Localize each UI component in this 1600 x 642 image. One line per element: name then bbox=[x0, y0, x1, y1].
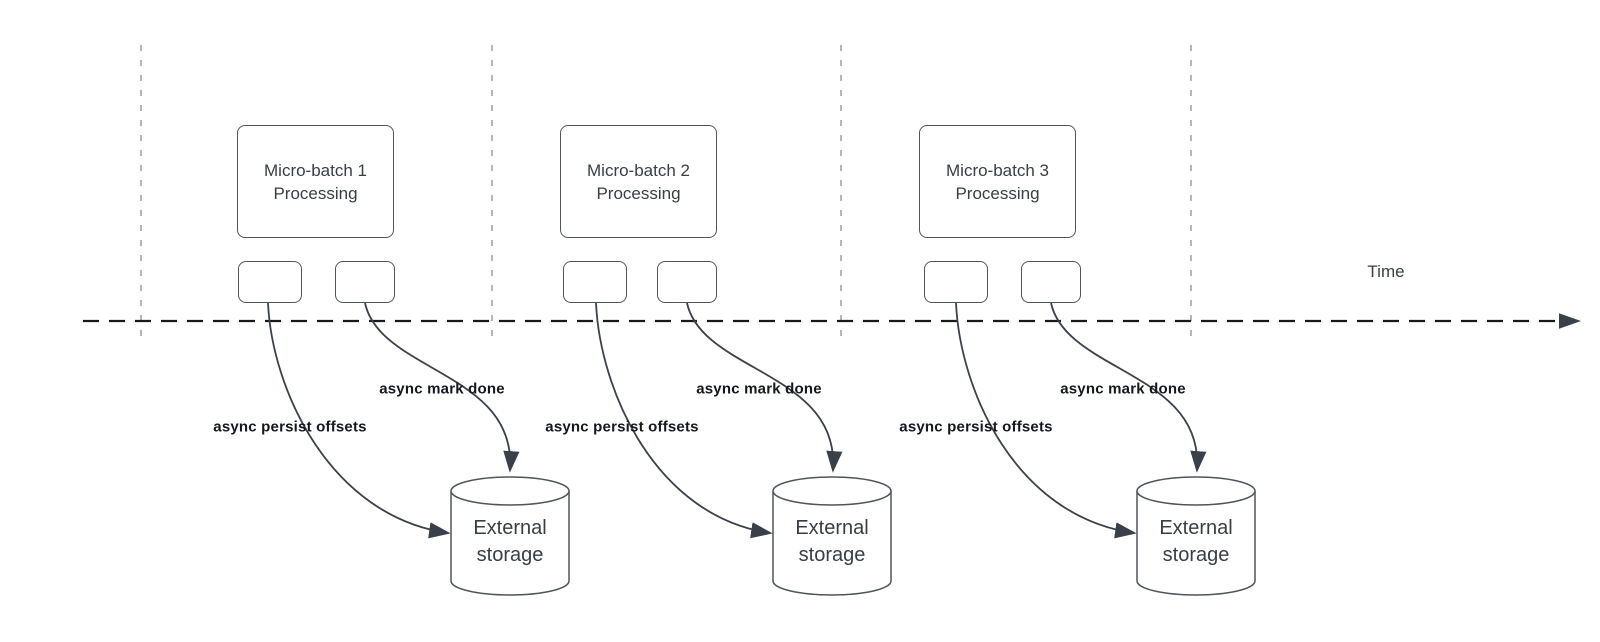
commit-task-box-1 bbox=[335, 261, 395, 303]
micro-batch-2-label-line1: Micro-batch 2 bbox=[587, 160, 690, 180]
micro-batch-2-label-line2: Processing bbox=[596, 183, 681, 203]
micro-batch-2-box: Micro-batch 2 Processing bbox=[560, 125, 717, 238]
external-storage-cylinder-1 bbox=[450, 476, 570, 596]
commit-task-box-3 bbox=[1021, 261, 1081, 303]
time-axis-arrowhead-icon bbox=[1559, 313, 1581, 329]
external-storage-label-1: External storage bbox=[473, 517, 547, 566]
mark-done-arrow-2 bbox=[686, 302, 843, 473]
micro-batch-1-box: Micro-batch 1 Processing bbox=[237, 125, 394, 238]
external-storage-cylinder-3 bbox=[1136, 476, 1256, 596]
persist-offsets-arrow-2 bbox=[595, 302, 773, 539]
mark-done-arrow-3 bbox=[1050, 302, 1207, 473]
micro-batch-3-label-line1: Micro-batch 3 bbox=[946, 160, 1049, 180]
mark-done-label-2: async mark done bbox=[696, 380, 822, 398]
persist-offsets-arrow-3 bbox=[955, 302, 1137, 539]
external-storage-cylinder-2 bbox=[772, 476, 892, 596]
external-storage-label-2: External storage bbox=[795, 517, 869, 566]
commit-task-box-2 bbox=[657, 261, 717, 303]
mark-done-label-3: async mark done bbox=[1060, 380, 1186, 398]
micro-batch-3-label-line2: Processing bbox=[955, 183, 1040, 203]
time-axis-label: Time bbox=[1367, 262, 1405, 281]
persist-offsets-label-1: async persist offsets bbox=[213, 418, 367, 436]
offset-task-box-2 bbox=[563, 261, 627, 303]
persist-offsets-label-3: async persist offsets bbox=[899, 418, 1053, 436]
mark-done-arrow-1 bbox=[364, 302, 520, 473]
micro-batch-1-label-line1: Micro-batch 1 bbox=[264, 160, 367, 180]
persist-offsets-arrow-1 bbox=[267, 302, 451, 539]
micro-batch-3-box: Micro-batch 3 Processing bbox=[919, 125, 1076, 238]
offset-task-box-1 bbox=[238, 261, 302, 303]
offset-task-box-3 bbox=[924, 261, 988, 303]
persist-offsets-label-2: async persist offsets bbox=[545, 418, 699, 436]
micro-batch-1-label-line2: Processing bbox=[273, 183, 358, 203]
mark-done-label-1: async mark done bbox=[379, 380, 505, 398]
external-storage-label-3: External storage bbox=[1159, 517, 1233, 566]
